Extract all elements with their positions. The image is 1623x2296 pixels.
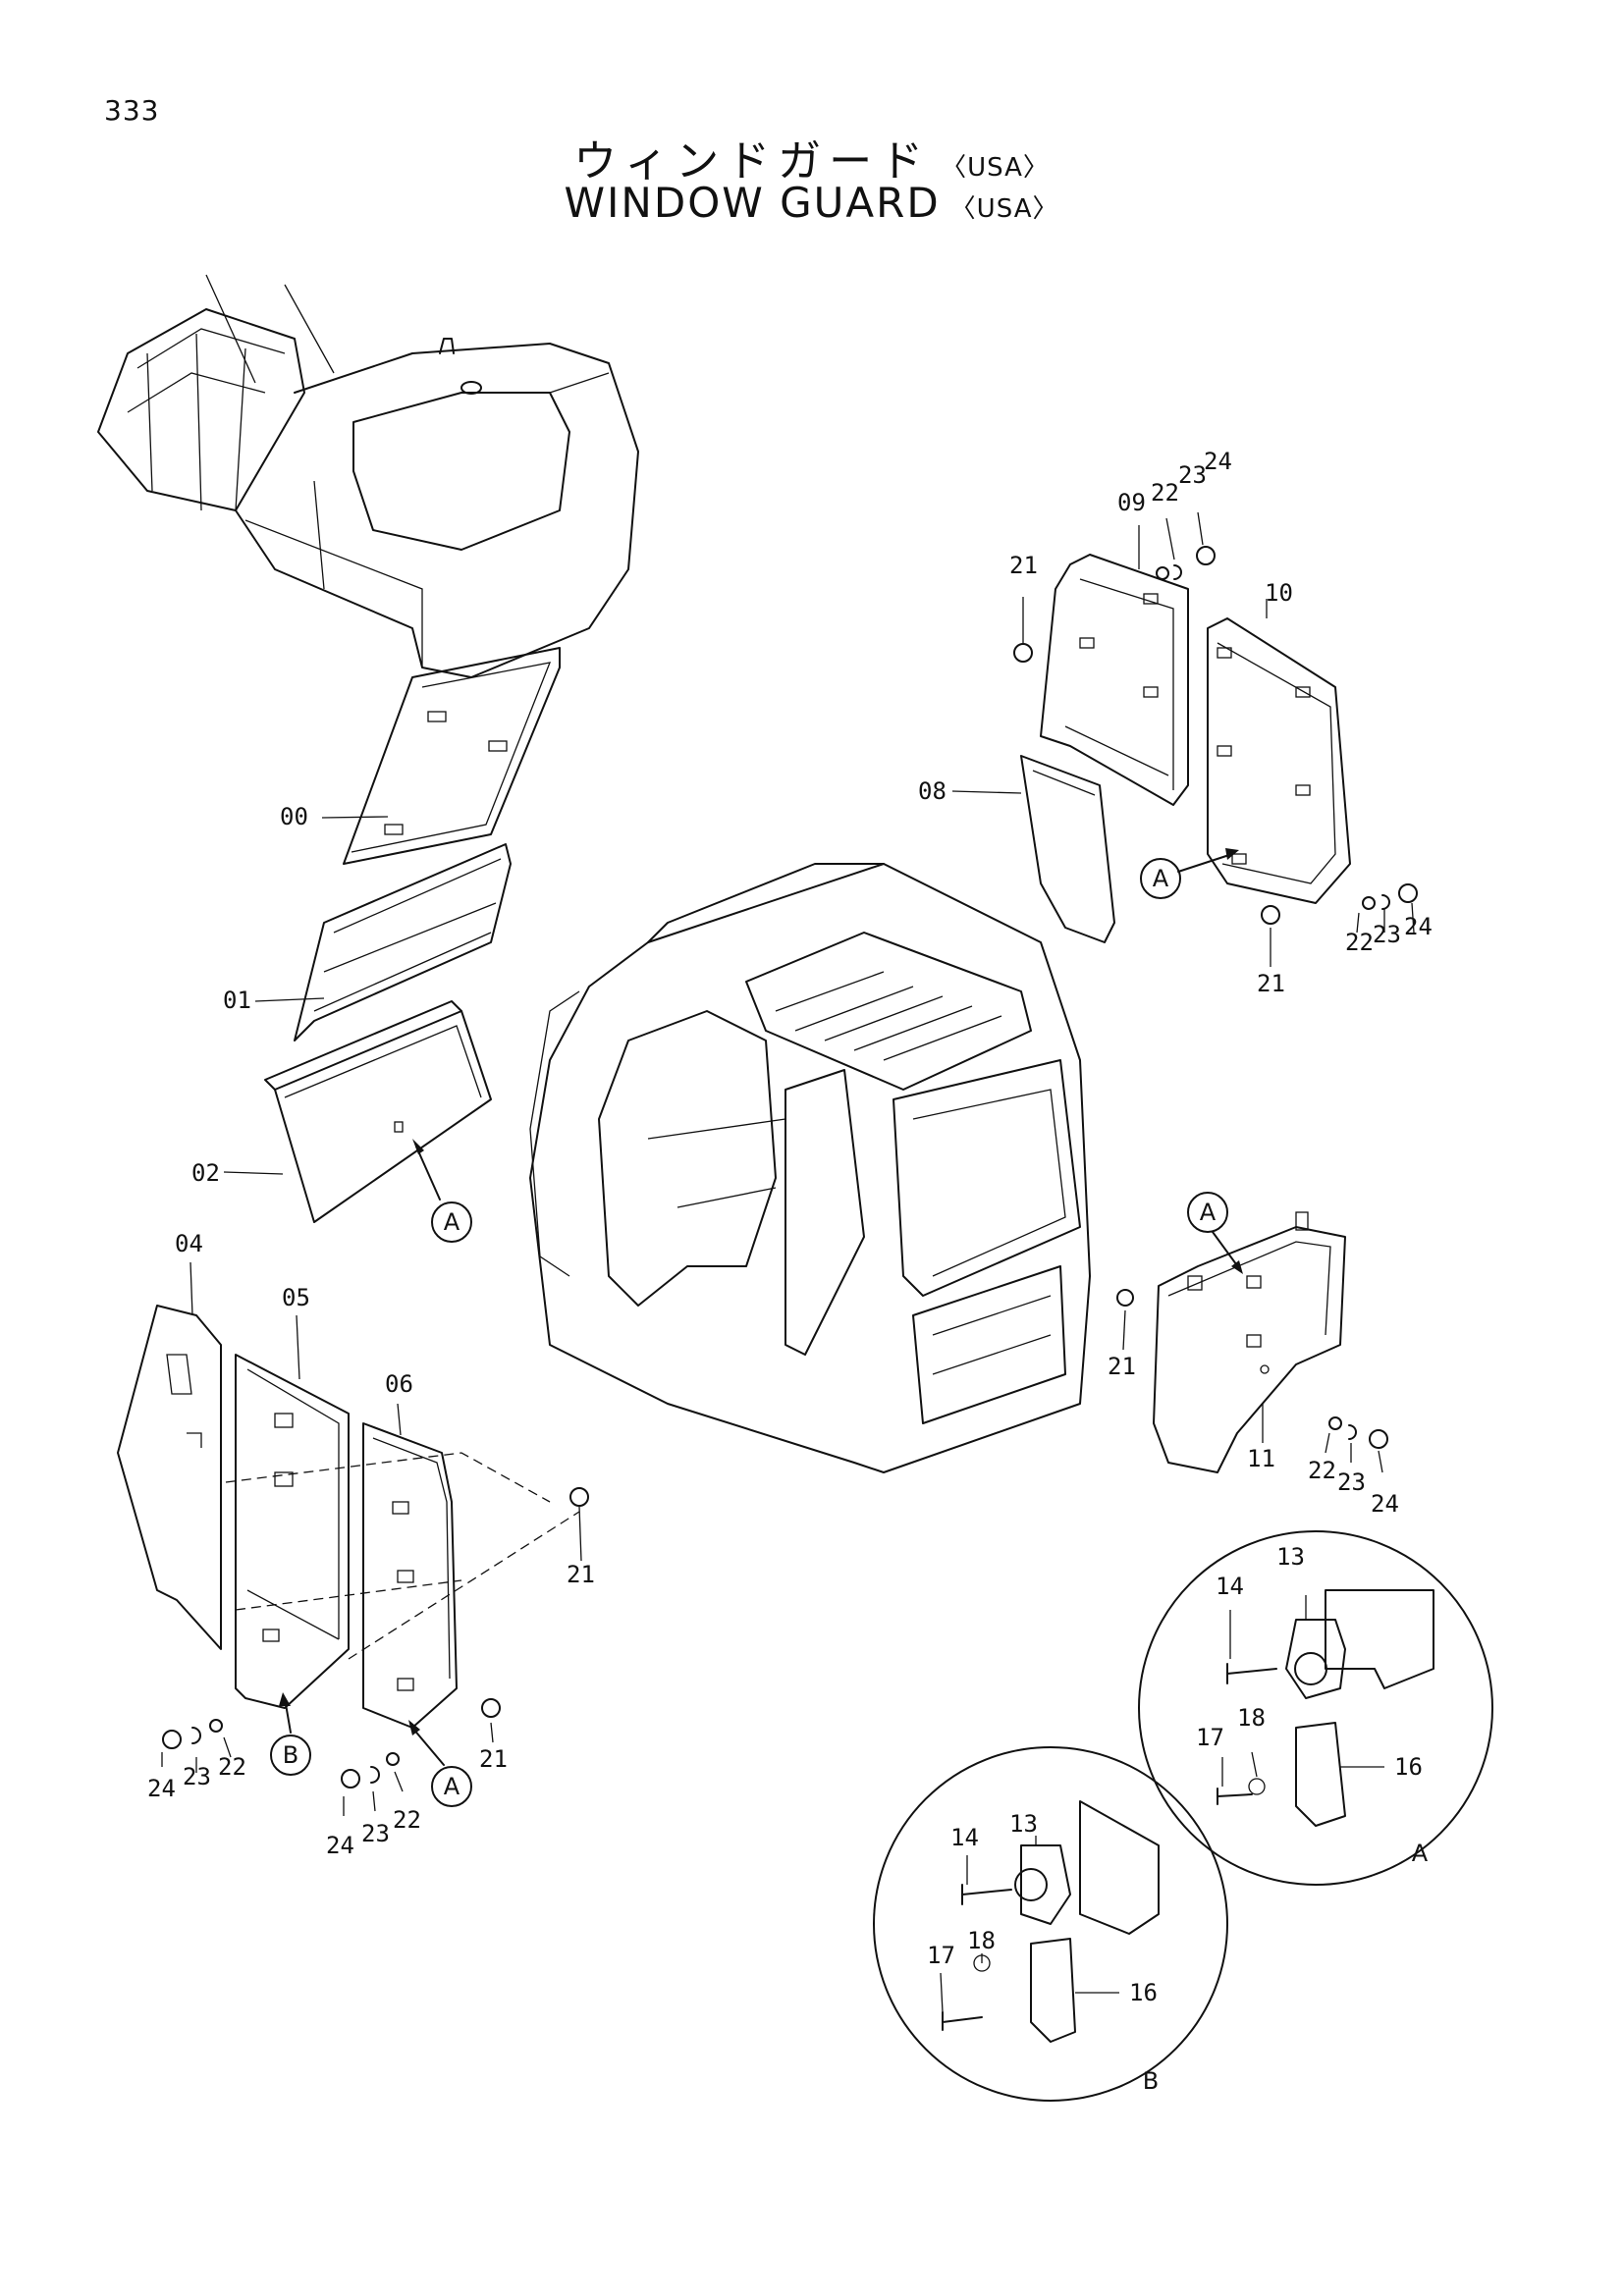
part-label: 16 — [1394, 1753, 1423, 1781]
panel-10 — [1207, 617, 1351, 904]
title-english: WINDOW GUARD 〈USA〉 — [0, 179, 1623, 227]
part-label: 21 — [1257, 970, 1285, 997]
detail-view-label: B — [1143, 2067, 1159, 2095]
part-label: 04 — [175, 1230, 203, 1257]
assembly-line-group — [225, 1452, 580, 1660]
part-label: 22 — [1151, 479, 1179, 507]
part-label: 10 — [1265, 579, 1293, 607]
part-label: 22 — [1308, 1457, 1336, 1484]
part-label: 24 — [1204, 448, 1232, 475]
part-label: 18 — [1237, 1704, 1266, 1732]
part-label: 21 — [567, 1561, 595, 1588]
panel-01 — [294, 843, 512, 1041]
part-label: 05 — [282, 1284, 310, 1311]
part-label: 23 — [1373, 921, 1401, 948]
leader-lines — [161, 511, 1415, 2013]
panel-09 — [1040, 554, 1189, 806]
machine-overview — [97, 274, 639, 678]
callout-a-3: A — [1187, 1192, 1243, 1274]
page-number: 333 — [104, 94, 160, 127]
part-label: 24 — [1404, 913, 1433, 940]
part-label: 23 — [1337, 1468, 1366, 1496]
panel-02 — [264, 1000, 492, 1223]
part-labels: 00 01 02 04 05 06 21 24 23 22 24 23 22 2… — [147, 448, 1433, 2095]
panel-04 — [117, 1305, 222, 1650]
part-label: 02 — [191, 1159, 220, 1187]
panel-06 — [362, 1422, 458, 1729]
callout-letter: A — [444, 1208, 460, 1236]
detail-view-label: A — [1412, 1840, 1429, 1867]
hardware-items — [162, 546, 1418, 1789]
callout-letter: B — [283, 1741, 298, 1769]
part-label: 21 — [1009, 552, 1038, 579]
panel-00 — [343, 647, 561, 865]
part-label: 00 — [280, 803, 308, 830]
part-label: 06 — [385, 1370, 413, 1398]
callout-a-2: A — [1140, 848, 1239, 899]
title-english-tag: 〈USA〉 — [949, 194, 1059, 224]
part-label: 13 — [1009, 1810, 1038, 1838]
callout-letter: A — [444, 1773, 460, 1800]
callout-letter: A — [1153, 865, 1169, 892]
part-label: 22 — [218, 1753, 246, 1781]
callout-b: B — [270, 1692, 311, 1776]
part-label: 09 — [1117, 489, 1146, 516]
part-label: 22 — [393, 1806, 421, 1834]
title-japanese-text: ウィンドガード — [573, 136, 932, 187]
callout-letter: A — [1200, 1199, 1217, 1226]
part-label: 24 — [1371, 1490, 1399, 1518]
title-english-text: WINDOW GUARD — [564, 179, 941, 227]
part-label: 17 — [1196, 1724, 1224, 1751]
part-label: 17 — [927, 1942, 955, 1969]
callout-a-4: A — [408, 1720, 472, 1807]
part-label: 16 — [1129, 1979, 1158, 2006]
part-label: 23 — [183, 1763, 211, 1790]
part-label: 21 — [479, 1745, 508, 1773]
title-japanese: ウィンドガード〈USA〉 — [0, 126, 1623, 188]
detail-view-a — [1138, 1530, 1493, 1886]
panel-11 — [1153, 1211, 1346, 1473]
part-label: 01 — [223, 987, 251, 1014]
part-label: 08 — [918, 777, 947, 805]
detail-view-b — [873, 1746, 1228, 2102]
part-label: 14 — [1216, 1573, 1244, 1600]
part-label: 23 — [1178, 461, 1207, 489]
part-label: 24 — [326, 1832, 354, 1859]
part-label: 11 — [1247, 1445, 1275, 1472]
part-label: 18 — [967, 1927, 996, 1954]
panel-05 — [235, 1354, 350, 1709]
part-label: 24 — [147, 1775, 176, 1802]
cab-assembly — [529, 863, 1091, 1473]
part-label: 14 — [950, 1824, 979, 1851]
part-label: 23 — [361, 1820, 390, 1847]
callout-a-1: A — [412, 1139, 472, 1243]
part-label: 22 — [1345, 929, 1374, 956]
part-label: 21 — [1108, 1353, 1136, 1380]
title-japanese-tag: 〈USA〉 — [941, 153, 1050, 183]
panel-08 — [1020, 755, 1115, 943]
part-label: 13 — [1276, 1543, 1305, 1571]
